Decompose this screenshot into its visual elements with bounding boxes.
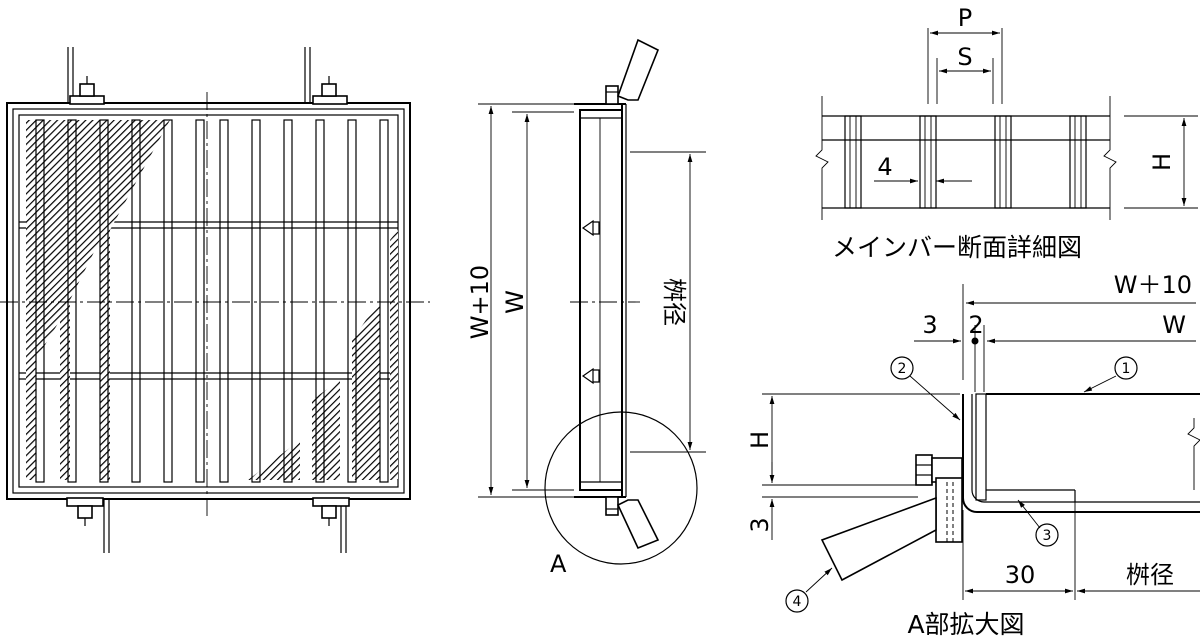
dim-label-outer: W＋10 (1114, 271, 1192, 299)
bolt-top (605, 85, 619, 105)
end-bar (975, 393, 987, 501)
section-caption: メインバー断面詳細図 (832, 233, 1082, 262)
section-bar (994, 115, 1012, 209)
fixing-bracket-top-left (67, 47, 105, 105)
main-bar (163, 119, 173, 483)
main-bar (283, 119, 293, 483)
fixing-bracket-bottom-right (312, 497, 350, 553)
dim-label-inner: W (501, 290, 529, 314)
side-view: W+10 W 桝径 A (466, 38, 706, 578)
part-callout-1 (1114, 356, 1138, 380)
part-number-2: 2 (898, 361, 907, 377)
dim-label-30: 30 (1005, 561, 1036, 589)
main-bar (131, 119, 141, 483)
part-callout-4 (785, 589, 809, 613)
fixing-bracket-bottom-left (66, 497, 110, 553)
anchor-plate (935, 477, 963, 543)
part-callout-3 (1035, 523, 1059, 547)
nut (915, 454, 933, 486)
dim-label-pitch: P (958, 4, 972, 32)
dim-label-gap-2: 2 (968, 311, 983, 339)
fixing-bracket-top-right (304, 47, 348, 105)
main-bar (195, 119, 205, 483)
detail-caption: A部拡大図 (907, 610, 1024, 639)
dim-label-gap-3: 3 (922, 311, 937, 339)
section-bar (919, 115, 937, 209)
dim-label-outer: W+10 (466, 265, 494, 339)
mainbar-section-view: P S 4 H メインバー断面詳細図 (815, 4, 1198, 262)
dim-label-bottom-3: 3 (746, 517, 774, 532)
mainbar-section-bars (844, 115, 1087, 209)
detail-circle-a (544, 411, 698, 565)
outer-frame (6, 102, 411, 500)
main-bar (379, 119, 389, 483)
direction-arrow (581, 219, 600, 237)
part-number-1: 1 (1122, 361, 1131, 377)
bolt-bottom (605, 496, 619, 516)
hinge-arm-bottom (616, 499, 660, 550)
hinge-arm-top (616, 38, 660, 101)
main-bars (22, 119, 398, 483)
part-callout-2 (890, 356, 914, 380)
anchor-arm (820, 496, 937, 582)
grating-side-body (579, 109, 623, 491)
section-bar (1069, 115, 1087, 209)
main-bar (67, 119, 77, 483)
dim-label-pit: 桝径 (1126, 561, 1174, 589)
direction-arrow (581, 367, 600, 385)
main-bar (219, 119, 229, 483)
dim-label-inner: W (1162, 311, 1186, 339)
dim-label-thickness: 4 (877, 153, 892, 181)
main-bar (251, 119, 261, 483)
shading-band (248, 230, 398, 480)
part-number-3: 3 (1043, 528, 1052, 544)
dim-label-height: H (746, 431, 774, 449)
main-bar (315, 119, 325, 483)
plan-view (0, 47, 430, 553)
part-number-4: 4 (793, 594, 802, 610)
main-bar (347, 119, 357, 483)
detail-a-view: W＋10 W 3 2 H 3 (746, 271, 1200, 639)
dim-label-spacing: S (957, 43, 972, 71)
main-bar (35, 119, 45, 483)
dim-label-pit: 桝径 (660, 278, 688, 326)
dim-label-height: H (1148, 153, 1176, 171)
detail-marker-label: A (550, 550, 567, 578)
main-bar (99, 119, 109, 483)
section-bar (844, 115, 862, 209)
shading-band (22, 120, 170, 480)
inner-frame (12, 108, 405, 494)
frame-angle (962, 394, 1200, 513)
